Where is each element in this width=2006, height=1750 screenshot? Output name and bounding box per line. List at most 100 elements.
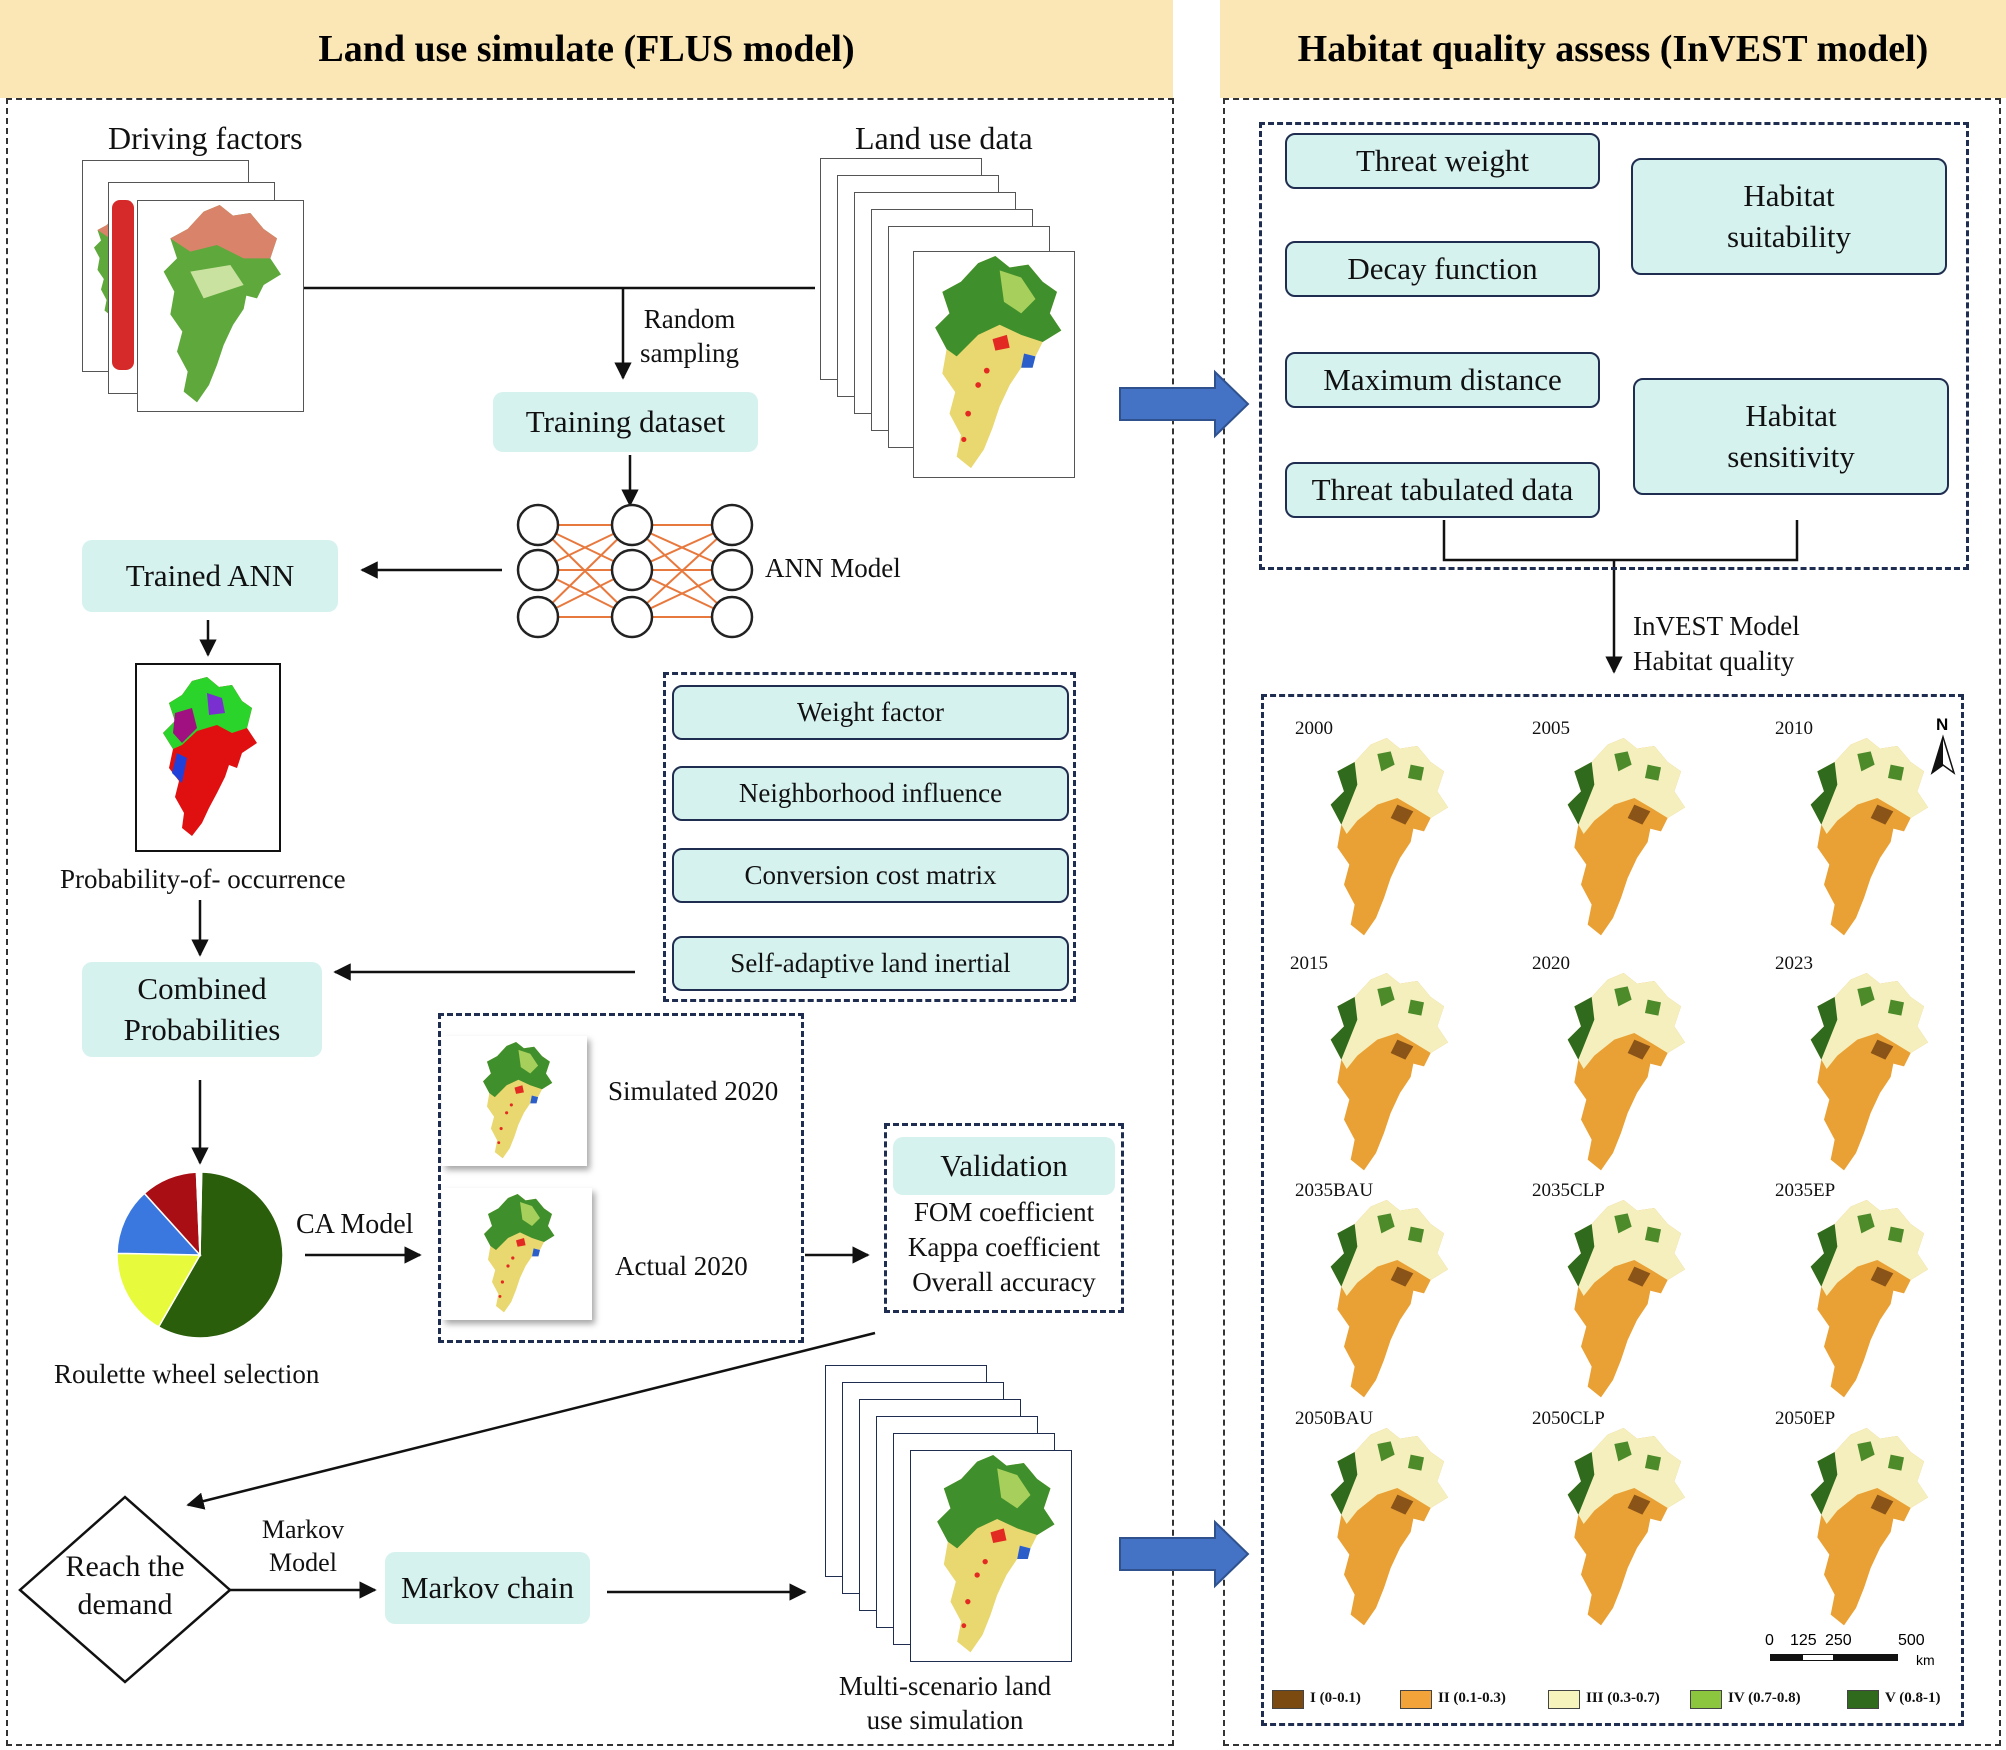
factor-conversion-cost-text: Conversion cost matrix <box>744 859 997 890</box>
decay-function-box: Decay function <box>1285 241 1600 297</box>
habitat-quality-map <box>1567 973 1685 1171</box>
habitat-quality-map <box>1567 738 1685 936</box>
threat-tabulated-box: Threat tabulated data <box>1285 462 1600 518</box>
scale-label-125: 125 <box>1790 1632 1817 1649</box>
year-label: 2035EP <box>1775 1180 1836 1201</box>
habitat-suitability-text: Habitat suitability <box>1727 178 1851 254</box>
ann-model-label: ANN Model <box>765 553 901 583</box>
habitat-quality-label: Habitat quality <box>1633 646 1795 676</box>
trained-ann-box: Trained ANN <box>82 540 338 612</box>
probability-map <box>163 677 257 836</box>
year-label: 2020 <box>1532 953 1570 974</box>
driving-factor-stack <box>82 160 304 412</box>
pie-slice-1 <box>116 1252 202 1328</box>
trained-ann-text: Trained ANN <box>125 557 295 593</box>
maximum-distance-text: Maximum distance <box>1323 361 1562 397</box>
simulated-map <box>483 1042 553 1159</box>
reach-demand-label: Reach the demand <box>65 1550 185 1621</box>
year-label: 2010 <box>1775 718 1813 739</box>
land-use-map <box>935 256 1062 469</box>
habitat-sensitivity-text: Habitat sensitivity <box>1727 398 1855 474</box>
flus-panel <box>6 98 1174 1746</box>
flus-header-title: Land use simulate (FLUS model) <box>318 28 855 70</box>
year-label: 2035CLP <box>1532 1180 1605 1201</box>
simulated-label: Simulated 2020 <box>608 1076 779 1106</box>
invest-inputs-panel <box>1259 122 1969 570</box>
habitat-sensitivity-box: Habitat sensitivity <box>1633 378 1949 495</box>
validation-panel <box>884 1123 1124 1313</box>
validation-overall: Overall accuracy <box>912 1267 1096 1297</box>
simulated-map-frame <box>442 1036 587 1166</box>
comparison-panel <box>438 1013 804 1343</box>
validation-title: Validation <box>940 1147 1068 1183</box>
factor-neighborhood-text: Neighborhood influence <box>738 777 1003 808</box>
actual-map-frame <box>442 1188 592 1320</box>
scale-label-0: 0 <box>1765 1632 1774 1649</box>
legend-label: I (0-0.1) <box>1310 1690 1361 1706</box>
validation-fom: FOM coefficient <box>913 1197 1095 1227</box>
factor-land-inertial-text: Self-adaptive land inertial <box>730 947 1011 978</box>
pie-slice-0 <box>157 1171 284 1339</box>
land-use-stack <box>820 158 1080 483</box>
invest-header-title: Habitat quality assess (InVEST model) <box>1297 28 1929 70</box>
legend-label: V (0.8-1) <box>1885 1690 1941 1706</box>
year-label: 2015 <box>1290 953 1328 974</box>
habitat-quality-map <box>1330 1200 1448 1398</box>
habitat-quality-map <box>1810 1428 1928 1626</box>
pie-slice-2 <box>116 1192 202 1256</box>
multi-scenario-map <box>937 1455 1055 1653</box>
roulette-pie <box>116 1171 284 1339</box>
year-label: 2023 <box>1775 953 1813 974</box>
north-label: N <box>1936 715 1949 734</box>
threat-weight-box: Threat weight <box>1285 133 1600 189</box>
land-use-data-label: Land use data <box>855 120 1033 156</box>
habitat-quality-map <box>1810 1200 1928 1398</box>
year-label: 2035BAU <box>1295 1180 1374 1201</box>
legend-swatch <box>1272 1690 1304 1709</box>
markov-chain-box: Markov chain <box>385 1552 590 1624</box>
habitat-quality-map <box>1567 1200 1685 1398</box>
combined-probabilities-box: Combined Probabilities <box>82 962 322 1057</box>
factor-neighborhood: Neighborhood influence <box>672 766 1069 821</box>
habitat-quality-map <box>1567 1428 1685 1626</box>
habitat-quality-map <box>1330 1428 1448 1626</box>
validation-title-box: Validation <box>893 1137 1115 1195</box>
factor-map-elevation <box>163 205 281 403</box>
year-label: 2050CLP <box>1532 1408 1605 1429</box>
threat-weight-text: Threat weight <box>1355 142 1529 178</box>
pie-slice-4 <box>195 1171 203 1256</box>
invest-panel <box>1223 98 2001 1746</box>
habitat-quality-map <box>1330 738 1448 936</box>
combined-probabilities-text: Combined Probabilities <box>123 971 281 1047</box>
habitat-quality-map <box>1810 973 1928 1171</box>
markov-model-label: Markov Model <box>261 1515 345 1577</box>
ca-model-label: CA Model <box>296 1209 414 1240</box>
habitat-quality-map <box>1330 973 1448 1171</box>
validation-kappa: Kappa coefficient <box>907 1232 1101 1262</box>
invest-model-label: InVEST Model <box>1633 611 1800 641</box>
factor-land-inertial: Self-adaptive land inertial <box>672 936 1069 991</box>
maximum-distance-box: Maximum distance <box>1285 352 1600 408</box>
year-label: 2050EP <box>1775 1408 1836 1429</box>
factor-weight: Weight factor <box>672 685 1069 740</box>
legend-swatch <box>1548 1690 1580 1709</box>
legend-label: II (0.1-0.3) <box>1438 1690 1506 1706</box>
training-dataset-box: Training dataset <box>493 392 758 452</box>
factors-panel <box>663 672 1076 1002</box>
legend-label: IV (0.7-0.8) <box>1728 1690 1801 1706</box>
habitat-suitability-box: Habitat suitability <box>1631 158 1947 275</box>
year-label: 2005 <box>1532 718 1570 739</box>
north-arrow-icon <box>1930 734 1956 775</box>
invest-header: Habitat quality assess (InVEST model) <box>1220 0 2006 98</box>
legend-swatch <box>1690 1690 1722 1709</box>
year-label: 2000 <box>1295 718 1333 739</box>
habitat-maps-panel <box>1261 694 1964 1726</box>
random-sampling-label: Random sampling <box>640 304 739 368</box>
habitat-quality-map <box>1810 738 1928 936</box>
decay-function-text: Decay function <box>1347 250 1538 286</box>
flus-header: Land use simulate (FLUS model) <box>0 0 1173 98</box>
legend-swatch <box>1847 1690 1879 1709</box>
north-arrow: N <box>1928 715 1958 775</box>
actual-map <box>484 1194 555 1313</box>
